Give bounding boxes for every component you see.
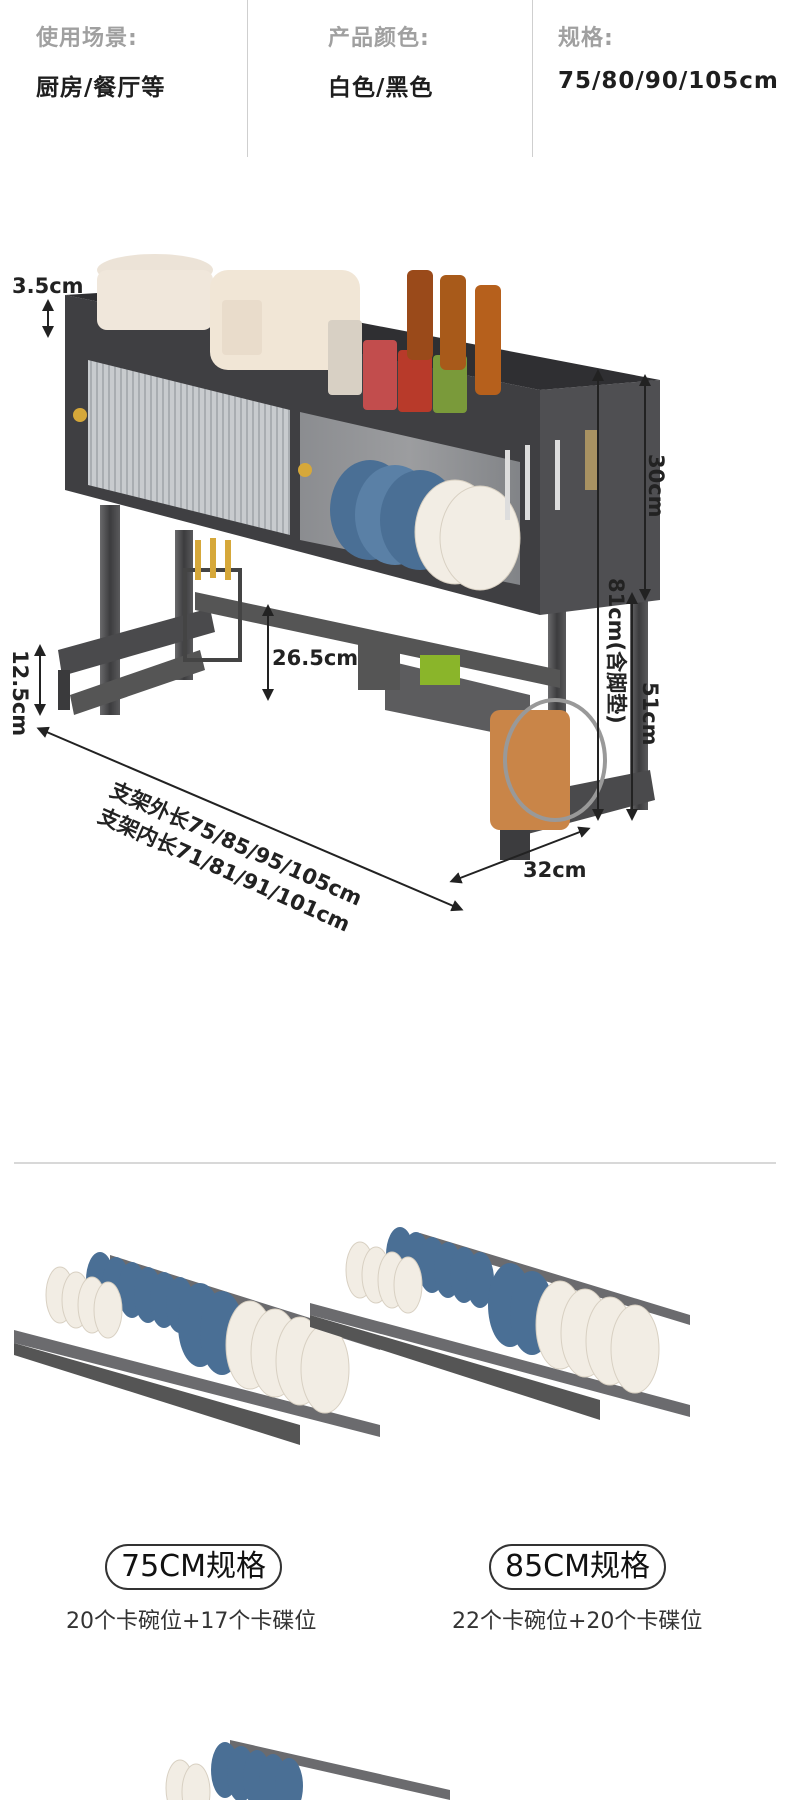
cutting-board-holder bbox=[490, 698, 607, 830]
variant-next-rack-image bbox=[165, 1740, 450, 1800]
utensil-holder bbox=[183, 538, 242, 662]
variant-75-rack-image bbox=[14, 1252, 380, 1445]
product-dimension-figure: 3.5cm 30cm 81cm(含脚垫) 51cm 12.5cm 26.5cm … bbox=[0, 240, 790, 1100]
dim-line-length bbox=[36, 726, 464, 912]
rack-cabinet bbox=[65, 288, 660, 615]
spec-color-label: 产品颜色: bbox=[328, 26, 430, 51]
variant-85-rack-image bbox=[310, 1227, 690, 1420]
spec-usage-label: 使用场景: bbox=[36, 26, 138, 51]
variant-75-title: 75CM规格 bbox=[105, 1544, 283, 1590]
spec-size-label: 规格: bbox=[558, 26, 614, 51]
dim-inner-clearance: 26.5cm bbox=[272, 646, 359, 670]
spec-size-value: 75/80/90/105cm bbox=[558, 68, 779, 94]
dim-depth: 32cm bbox=[523, 858, 587, 882]
dim-lower-height: 51cm bbox=[638, 682, 662, 746]
variant-75-desc: 20个卡碗位+17个卡碟位 bbox=[66, 1609, 317, 1634]
spec-divider bbox=[532, 0, 533, 157]
spec-header: 使用场景: 厨房/餐厅等 产品颜色: 白色/黑色 规格: 75/80/90/10… bbox=[0, 0, 790, 158]
rack-illustration bbox=[34, 254, 660, 912]
spec-divider bbox=[247, 0, 248, 157]
spec-usage: 使用场景: 厨房/餐厅等 bbox=[36, 20, 165, 102]
plates-in-cabinet bbox=[330, 460, 521, 591]
rice-cooker-and-pot bbox=[97, 254, 360, 370]
rack-left-legs bbox=[58, 505, 215, 715]
spec-color-value: 白色/黑色 bbox=[328, 75, 434, 101]
dim-foot-height: 12.5cm bbox=[8, 650, 32, 737]
dim-top-lip: 3.5cm bbox=[12, 274, 84, 298]
variant-85-desc: 22个卡碗位+20个卡碟位 bbox=[452, 1609, 703, 1634]
dim-line-depth bbox=[449, 826, 591, 884]
dish-rack-variants-illustration bbox=[14, 1227, 690, 1445]
spec-usage-value: 厨房/餐厅等 bbox=[36, 75, 166, 101]
dim-total-height: 81cm(含脚垫) bbox=[604, 578, 628, 724]
dim-upper-height: 30cm bbox=[644, 454, 668, 518]
spice-bottles bbox=[328, 270, 501, 413]
section-divider bbox=[14, 1162, 776, 1164]
spec-color: 产品颜色: 白色/黑色 bbox=[328, 20, 433, 102]
spec-size: 规格: 75/80/90/105cm bbox=[558, 20, 779, 94]
variant-85-title: 85CM规格 bbox=[489, 1544, 667, 1590]
